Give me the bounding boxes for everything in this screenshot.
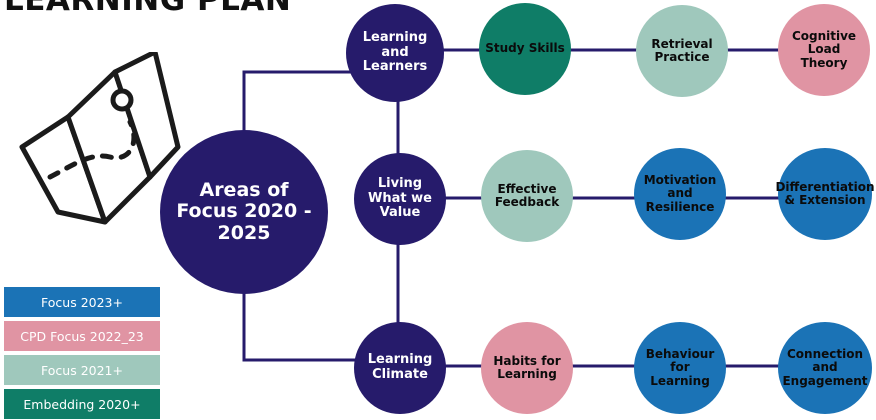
legend-label: Embedding 2020+ — [23, 396, 141, 412]
center-hub-label: Areas of Focus 2020 - 2025 — [176, 179, 312, 244]
legend-cpd-focus-2022-23: CPD Focus 2022_23 — [4, 321, 160, 351]
node-label: Cognitive Load Theory — [791, 28, 857, 70]
legend-label: Focus 2021+ — [41, 362, 123, 378]
node-label: Retrieval Practice — [651, 36, 713, 64]
node-motivation-and-resilience: Motivation and Resilience — [634, 148, 726, 240]
node-behaviour-for-learning: Behaviour for Learning — [634, 322, 726, 414]
node-label: Connection and Engagement — [782, 346, 868, 388]
center-hub: Areas of Focus 2020 - 2025 — [160, 130, 328, 294]
node-label: Differentiation & Extension — [775, 179, 875, 207]
node-study-skills: Study Skills — [479, 3, 571, 95]
node-effective-feedback: Effective Feedback — [481, 150, 573, 242]
legend-embedding-2020: Embedding 2020+ — [4, 389, 160, 419]
node-retrieval-practice: Retrieval Practice — [636, 5, 728, 97]
node-label: Study Skills — [485, 41, 565, 56]
branch-label: Living What we Value — [368, 176, 432, 221]
branch-hub-living-what-we-value: Living What we Value — [354, 153, 446, 245]
branch-hub-learning-climate: Learning Climate — [354, 322, 446, 414]
node-label: Motivation and Resilience — [643, 172, 717, 214]
branch-label: Learning Climate — [367, 352, 433, 382]
legend-label: Focus 2023+ — [41, 294, 123, 310]
node-label: Behaviour for Learning — [645, 346, 715, 388]
node-label: Effective Feedback — [494, 181, 560, 209]
legend-focus-2023: Focus 2023+ — [4, 287, 160, 317]
page-title: LEARNING PLAN — [4, 0, 292, 18]
legend-focus-2021: Focus 2021+ — [4, 355, 160, 385]
node-habits-for-learning: Habits for Learning — [481, 322, 573, 414]
node-differentiation-extension: Differentiation & Extension — [775, 148, 875, 240]
node-cognitive-load-theory: Cognitive Load Theory — [778, 4, 870, 96]
branch-hub-learning-and-learners: Learning and Learners — [346, 4, 444, 102]
node-label: Habits for Learning — [493, 353, 561, 381]
legend-label: CPD Focus 2022_23 — [20, 328, 144, 344]
node-connection-and-engagement: Connection and Engagement — [778, 322, 872, 414]
branch-label: Learning and Learners — [362, 30, 428, 75]
folded-map-icon — [19, 52, 181, 225]
